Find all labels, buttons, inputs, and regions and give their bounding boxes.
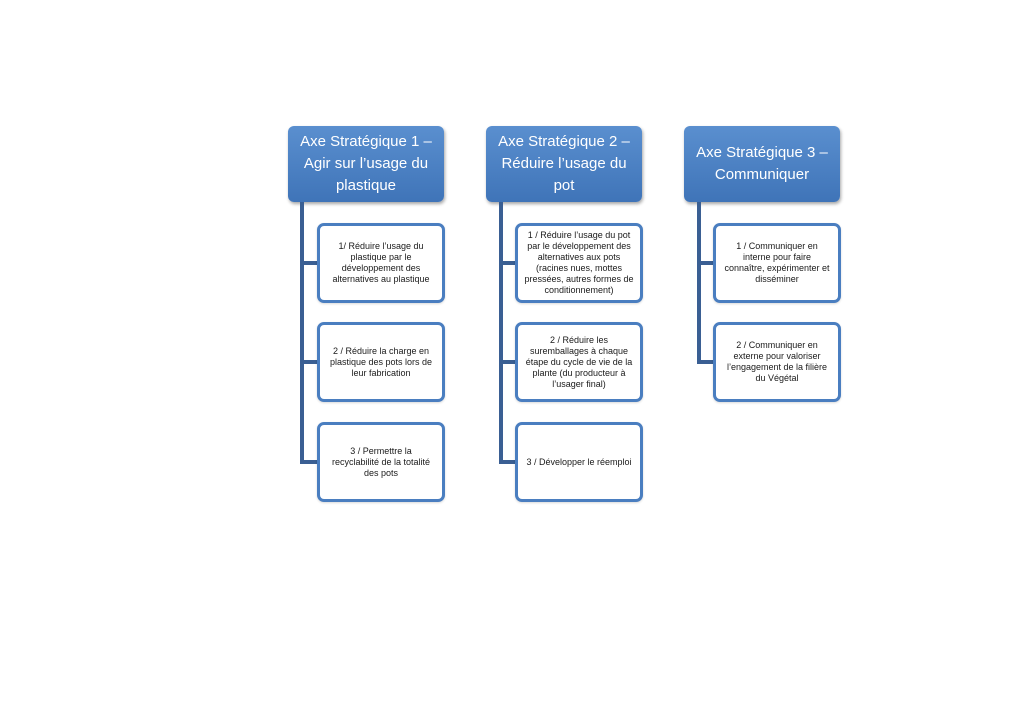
axis-2-item-2: 2 / Réduire les suremballages à chaque é… — [515, 322, 643, 402]
axis-1-item-2: 2 / Réduire la charge en plastique des p… — [317, 322, 445, 402]
axis-3-item-1: 1 / Communiquer en interne pour faire co… — [713, 223, 841, 303]
axis-1-connector-trunk — [300, 202, 304, 464]
axis-1-item-2-label: 2 / Réduire la charge en plastique des p… — [329, 345, 433, 378]
axis-3-item-1-label: 1 / Communiquer en interne pour faire co… — [724, 241, 830, 284]
axis-3-item-2: 2 / Communiquer en externe pour valorise… — [713, 322, 841, 402]
axis-3-title-line1: Axe Stratégique 3 – — [696, 144, 828, 161]
axis-3-header: Axe Stratégique 3 – Communiquer — [684, 126, 840, 202]
axis-3-connector-branch-2 — [697, 360, 715, 364]
axis-1-connector-branch-3 — [300, 460, 318, 464]
axis-2-header: Axe Stratégique 2 – Réduire l’usage du p… — [486, 126, 642, 202]
axis-1-connector-branch-1 — [300, 261, 318, 265]
axis-3-connector-trunk — [697, 202, 701, 364]
axis-1-item-1-label: 1/ Réduire l’usage du plastique par le d… — [332, 241, 430, 284]
axis-2-item-2-label: 2 / Réduire les suremballages à chaque é… — [525, 334, 633, 389]
axis-1-title-line1: Axe Stratégique 1 – — [300, 133, 432, 150]
axis-1-title: Agir sur l’usage du plastique — [303, 155, 429, 194]
axis-2-connector-trunk — [499, 202, 503, 464]
axis-1-header: Axe Stratégique 1 – Agir sur l’usage du … — [288, 126, 444, 202]
axis-2-connector-branch-1 — [499, 261, 517, 265]
axis-2-title-line1: Axe Stratégique 2 – — [498, 133, 630, 150]
axis-2-connector-branch-3 — [499, 460, 517, 464]
axis-2-item-1-label: 1 / Réduire l’usage du pot par le dévelo… — [524, 230, 634, 295]
axis-3-connector-branch-1 — [697, 261, 715, 265]
axis-2-title: Réduire l’usage du pot — [501, 155, 627, 194]
axis-2-item-3: 3 / Développer le réemploi — [515, 422, 643, 502]
axis-1-item-3: 3 / Permettre la recyclabilité de la tot… — [317, 422, 445, 502]
axis-2-connector-branch-2 — [499, 360, 517, 364]
axis-3-title: Communiquer — [714, 166, 810, 183]
axis-1-connector-branch-2 — [300, 360, 318, 364]
axis-2-item-3-label: 3 / Développer le réemploi — [526, 456, 632, 467]
axis-3-item-2-label: 2 / Communiquer en externe pour valorise… — [726, 340, 828, 383]
axis-2-item-1: 1 / Réduire l’usage du pot par le dévelo… — [515, 223, 643, 303]
axis-1-item-3-label: 3 / Permettre la recyclabilité de la tot… — [331, 445, 431, 478]
axis-1-item-1: 1/ Réduire l’usage du plastique par le d… — [317, 223, 445, 303]
